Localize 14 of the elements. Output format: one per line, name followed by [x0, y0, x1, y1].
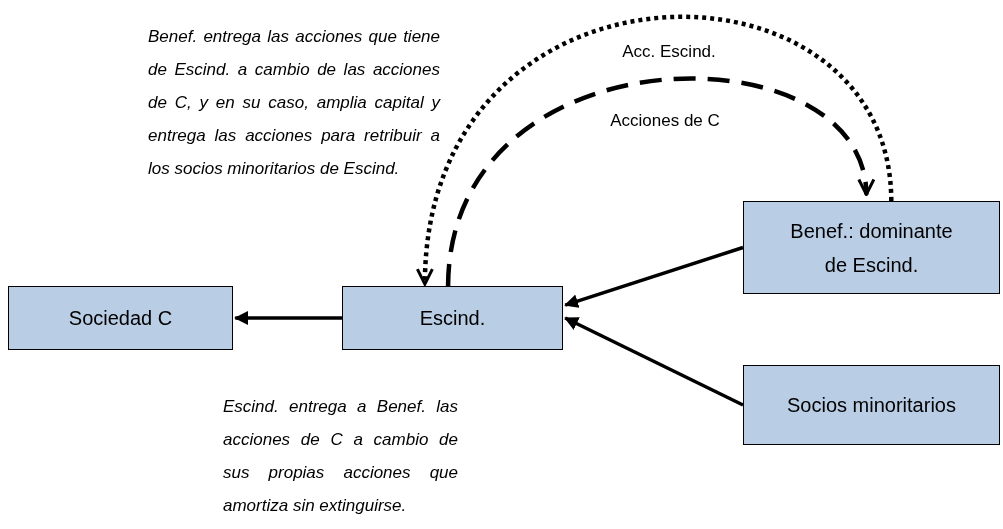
node-label: Socios minoritarios — [787, 393, 956, 418]
process-box — [8, 286, 233, 350]
note-text: Escind. entrega a Benef. las acciones de C a cambio de sus propias acciones que amortiza sin extinguirse. — [223, 396, 458, 517]
node-label: Benef.: dominante de Escind. — [789, 218, 954, 278]
arrow — [564, 316, 744, 407]
note-text: Benef. entrega las acciones que tiene de Escind. a cambio de las acciones de C, y en su caso, amplia capital y entrega las acciones para retribuir a los socios minoritarios de Escind. — [148, 26, 440, 180]
node-label: Escind. — [419, 306, 486, 331]
curved-arrow — [445, 76, 872, 287]
process-box — [342, 286, 563, 350]
arrow — [564, 245, 744, 308]
node-label: Sociedad C — [68, 306, 173, 331]
process-box — [743, 365, 1000, 445]
process-box — [743, 201, 1000, 294]
arrow — [234, 311, 342, 325]
